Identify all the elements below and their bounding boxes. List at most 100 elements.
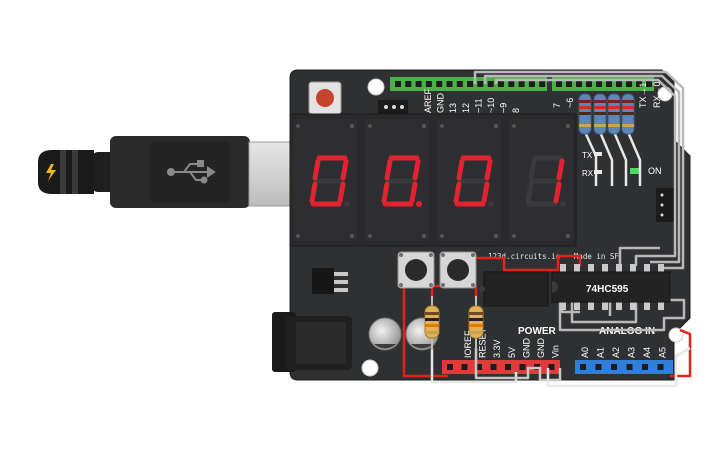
chip-pin: [560, 264, 566, 273]
usb-icon: [167, 160, 216, 184]
digital-pin-label: TX→1: [638, 82, 648, 108]
segment-f: [528, 158, 537, 181]
tx-label: TX: [582, 151, 593, 160]
segment-f: [384, 158, 393, 181]
header-pin[interactable]: [528, 81, 535, 87]
header-pin[interactable]: [461, 364, 468, 370]
header-pin[interactable]: [642, 364, 648, 370]
segment-e: [381, 181, 390, 204]
header-pin[interactable]: [477, 81, 484, 87]
pushbutton[interactable]: [397, 251, 435, 289]
header-pin[interactable]: [467, 81, 474, 87]
segment-b: [556, 158, 565, 181]
header-pin[interactable]: [636, 81, 642, 87]
header-pin[interactable]: [616, 81, 622, 87]
decimal-point: [416, 201, 422, 207]
header-pin[interactable]: [586, 81, 592, 87]
decimal-point: [344, 201, 350, 207]
segment-f: [456, 158, 465, 181]
pushbutton[interactable]: [439, 251, 477, 289]
header-pin[interactable]: [626, 81, 632, 87]
header-pin[interactable]: [596, 81, 602, 87]
smd-component: [656, 188, 676, 222]
on-label: ON: [648, 166, 662, 176]
header-pin[interactable]: [611, 364, 617, 370]
decimal-point: [488, 201, 494, 207]
power-pin-label: RESET: [478, 327, 488, 358]
header-pin[interactable]: [606, 81, 612, 87]
header-pin[interactable]: [566, 81, 572, 87]
header-pin[interactable]: [595, 364, 602, 370]
chip-pin: [616, 264, 622, 273]
analog-pin-label: A0: [580, 347, 590, 358]
header-pin[interactable]: [576, 81, 582, 87]
chip-pin: [630, 264, 636, 273]
header-pin[interactable]: [436, 81, 443, 87]
header-pin[interactable]: [508, 81, 515, 87]
header-pin[interactable]: [519, 364, 526, 370]
header-pin[interactable]: [395, 81, 401, 87]
power-pin-label: 5V: [507, 347, 517, 358]
header-pin[interactable]: [505, 364, 511, 370]
analog-pin-label: A4: [642, 347, 652, 358]
header-pin[interactable]: [425, 81, 432, 87]
seven-segment-display: [289, 113, 577, 247]
resistor: [621, 93, 635, 135]
rx-label: RX: [582, 169, 594, 178]
header-pin[interactable]: [539, 81, 546, 87]
segment-b: [484, 158, 493, 181]
resistor: [468, 296, 484, 350]
header-pin[interactable]: [556, 81, 562, 87]
on-led: [630, 168, 640, 174]
resistor: [607, 93, 621, 135]
mount-hole: [361, 359, 379, 377]
lightning-icon: [46, 164, 56, 181]
header-pin[interactable]: [646, 81, 652, 87]
segment-c: [553, 181, 562, 204]
header-pin[interactable]: [415, 81, 422, 87]
chip-pin: [574, 264, 580, 273]
chip-pin: [602, 301, 608, 310]
chip-pin: [658, 264, 664, 273]
header-pin[interactable]: [487, 81, 494, 87]
digital-pin-label: ~9: [499, 103, 509, 113]
header-pin[interactable]: [657, 364, 664, 370]
chip-pin: [602, 264, 608, 273]
display-digit: [381, 155, 422, 207]
power-pin-label: Vin: [551, 345, 561, 358]
segment-c: [409, 181, 418, 204]
header-pin[interactable]: [405, 81, 412, 87]
resistor-array: [578, 93, 635, 135]
wires: [402, 70, 692, 388]
reset-button[interactable]: [308, 81, 342, 115]
display-digit: [525, 155, 566, 207]
header-pin[interactable]: [626, 364, 633, 370]
digital-pin-label: 8: [511, 108, 521, 113]
header-pin[interactable]: [518, 81, 525, 87]
analog-pin-label: A2: [611, 347, 621, 358]
chip-pin: [644, 301, 650, 310]
header-pin[interactable]: [580, 364, 586, 370]
header-pin[interactable]: [476, 364, 482, 370]
digital-pin-label: ~11: [473, 98, 483, 113]
header-pin[interactable]: [446, 81, 453, 87]
digital-pin-label: GND: [436, 93, 446, 114]
display-digit: [309, 155, 350, 207]
segment-e: [525, 181, 534, 204]
header-pin[interactable]: [548, 364, 555, 370]
resistor: [593, 93, 607, 135]
capacitor: [368, 317, 402, 351]
analog-pin-label: A1: [596, 347, 606, 358]
digital-pin-label: AREF: [423, 88, 433, 113]
header-pin[interactable]: [490, 364, 497, 370]
display-digit: [453, 155, 494, 207]
header-pin[interactable]: [447, 364, 453, 370]
header-pin[interactable]: [498, 81, 504, 87]
chip-pin: [588, 264, 594, 273]
chip-pin: [616, 301, 622, 310]
header-pin[interactable]: [456, 81, 463, 87]
resistor: [578, 93, 592, 135]
resistor: [424, 296, 440, 350]
chip-pin: [630, 301, 636, 310]
